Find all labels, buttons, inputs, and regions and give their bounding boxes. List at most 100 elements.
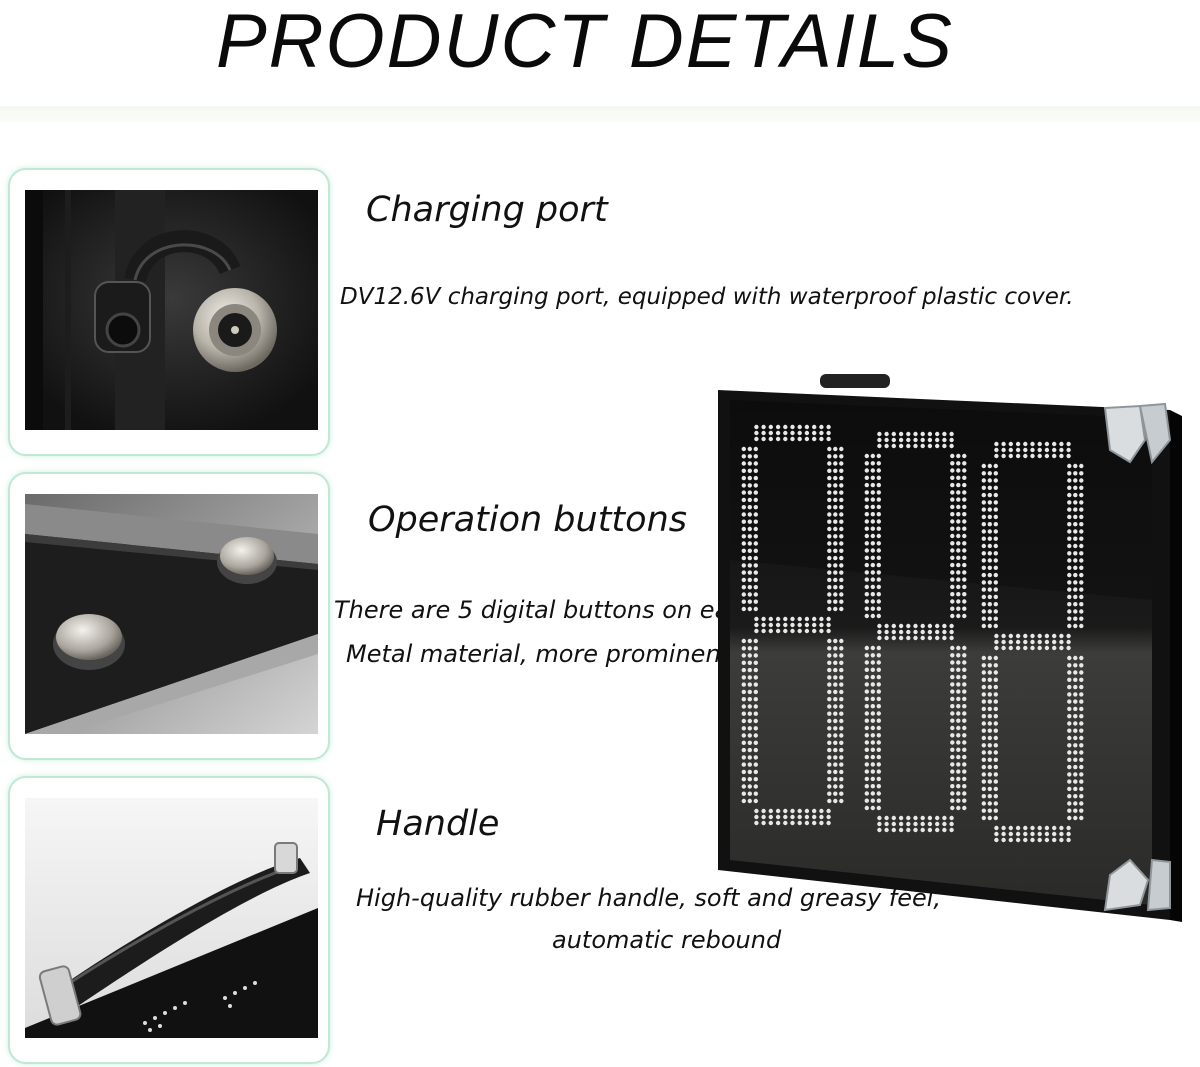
led-dot	[1079, 750, 1084, 755]
led-dot	[1079, 706, 1084, 712]
led-dot	[833, 638, 838, 644]
led-dot	[790, 430, 795, 436]
led-dot	[950, 562, 955, 568]
led-dot	[797, 424, 802, 430]
led-dot	[1067, 543, 1072, 549]
led-dot	[1079, 471, 1084, 476]
led-dot	[753, 798, 758, 804]
led-dot	[981, 764, 986, 770]
led-dot	[827, 733, 832, 738]
led-dot	[839, 755, 844, 760]
led-dot	[981, 551, 986, 556]
led-dot	[783, 622, 788, 628]
led-dot	[864, 475, 869, 480]
led-dot	[864, 541, 869, 546]
led-dot	[747, 682, 752, 687]
led-dot	[747, 563, 752, 568]
led-dot	[987, 808, 992, 813]
led-dot	[1073, 514, 1078, 520]
led-dot	[876, 599, 881, 604]
led-dot	[819, 814, 824, 820]
led-dot	[753, 667, 758, 673]
led-dot	[993, 757, 998, 762]
led-dot	[833, 711, 838, 716]
led-dot	[876, 674, 881, 680]
led-dot	[833, 769, 838, 775]
led-dot	[956, 541, 961, 546]
led-dot	[753, 577, 758, 583]
led-dot	[870, 718, 875, 723]
led-dot	[962, 747, 967, 752]
led-dot	[870, 613, 875, 619]
led-dot	[987, 743, 992, 748]
led-dot	[1073, 623, 1078, 629]
led-dot	[1052, 831, 1057, 837]
led-dot	[949, 815, 954, 821]
led-dot	[753, 563, 758, 568]
led-dot	[1073, 815, 1078, 821]
led-dot	[839, 446, 844, 452]
led-dot	[891, 827, 896, 833]
led-dot	[981, 721, 986, 726]
led-dot	[962, 718, 967, 723]
led-dot	[790, 616, 795, 622]
led-dot	[833, 592, 838, 597]
led-dot	[927, 827, 933, 833]
led-dot	[956, 555, 961, 560]
led-dot	[819, 820, 824, 826]
led-dot	[1073, 721, 1078, 726]
led-dot	[754, 820, 759, 826]
led-dot	[993, 558, 998, 563]
led-dot	[741, 577, 746, 583]
led-dot	[920, 443, 925, 449]
led-dot	[833, 490, 838, 495]
led-dot	[993, 699, 998, 704]
led-dot	[761, 616, 766, 622]
led-dot	[876, 667, 881, 672]
led-dot	[839, 570, 844, 575]
led-dot	[962, 653, 967, 658]
led-dot	[753, 585, 758, 590]
led-dot	[753, 454, 758, 459]
led-dot	[987, 764, 992, 770]
led-dot	[775, 628, 781, 634]
led-dot	[994, 453, 999, 459]
led-dot	[876, 711, 881, 716]
led-dot	[1023, 447, 1028, 453]
led-dot	[1037, 453, 1042, 459]
led-dot	[927, 623, 933, 629]
led-dot	[1079, 609, 1084, 614]
led-dot	[827, 689, 832, 695]
led-dot	[981, 572, 986, 578]
led-dot	[962, 613, 967, 619]
led-dot	[876, 497, 881, 502]
led-dot	[876, 747, 881, 752]
led-dot	[747, 791, 752, 796]
led-dot	[747, 468, 752, 473]
led-dot	[833, 726, 838, 731]
led-dot	[1073, 655, 1078, 661]
led-dot	[906, 815, 911, 821]
led-dot	[949, 623, 954, 629]
led-dot	[870, 490, 875, 495]
led-dot	[981, 565, 986, 570]
led-dot	[994, 837, 999, 843]
led-dot	[1030, 441, 1035, 447]
led-dot	[839, 592, 844, 597]
led-dot	[987, 507, 992, 512]
led-dot	[898, 821, 904, 827]
led-dot	[1079, 699, 1084, 704]
led-dot	[864, 570, 869, 575]
led-dot	[1067, 794, 1072, 799]
led-dot	[876, 526, 881, 531]
led-dot	[1067, 684, 1072, 690]
led-dot	[993, 471, 998, 476]
led-dot	[950, 740, 955, 745]
led-dot	[927, 629, 933, 635]
led-dot	[768, 430, 773, 436]
led-dot	[981, 714, 986, 719]
led-dot	[839, 762, 844, 767]
led-dot	[870, 461, 875, 466]
led-dot	[747, 519, 752, 524]
led-dot	[783, 820, 788, 826]
